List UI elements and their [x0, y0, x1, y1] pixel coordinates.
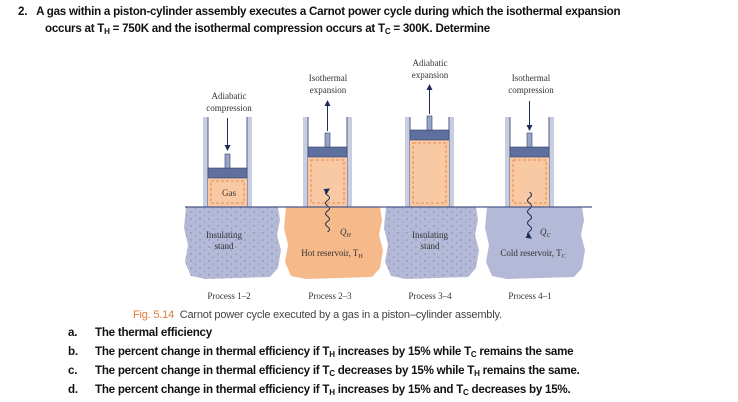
gas	[308, 157, 347, 207]
piston-rod	[224, 153, 231, 169]
svg-text:Insulating: Insulating	[206, 230, 242, 240]
svg-text:compression: compression	[206, 103, 252, 113]
panel-4-label: Isothermal	[512, 73, 551, 83]
piston	[207, 167, 248, 179]
svg-text:stand: stand	[421, 241, 440, 251]
svg-text:Insulating: Insulating	[412, 230, 448, 240]
svg-text:stand: stand	[215, 241, 234, 251]
svg-text:compression: compression	[508, 85, 554, 95]
piston	[409, 129, 450, 141]
question-item: a.The thermal efficiency	[68, 326, 212, 339]
question-item: d.The percent change in thermal efficien…	[68, 383, 571, 397]
svg-text:Cold reservoir, TC: Cold reservoir, TC	[500, 248, 565, 260]
panel-3-label: Adiabatic	[413, 58, 448, 68]
carnot-cycle-figure: Adiabatic compression Gas Insulating sta…	[184, 58, 592, 301]
piston-cylinder-4	[505, 101, 554, 207]
svg-text:expansion: expansion	[412, 70, 449, 80]
insulating-stand	[384, 207, 479, 279]
svg-text:expansion: expansion	[310, 85, 347, 95]
piston-rod	[426, 115, 433, 131]
panel-1-label: Adiabatic	[212, 91, 247, 101]
question-text: A gas within a piston-cylinder assembly …	[36, 5, 621, 18]
piston	[509, 146, 550, 158]
question-item: b.The percent change in thermal efficien…	[68, 345, 574, 359]
process-4-1: Process 4–1	[508, 291, 551, 301]
piston	[307, 146, 348, 158]
question-number: 2.	[18, 5, 28, 18]
piston-rod	[324, 132, 331, 148]
piston-cylinder-2	[303, 100, 352, 207]
piston-cylinder-3	[405, 84, 454, 207]
svg-text:QH: QH	[340, 227, 352, 239]
svg-text:QC: QC	[540, 227, 552, 239]
gas	[510, 157, 549, 207]
cold-reservoir	[485, 207, 585, 279]
hot-reservoir	[284, 207, 383, 279]
question-item: c.The percent change in thermal efficien…	[68, 364, 580, 378]
process-3-4: Process 3–4	[408, 291, 452, 301]
insulating-stand	[184, 207, 281, 279]
gas-label: Gas	[222, 188, 236, 198]
figure-caption: Fig. 5.14 Carnot power cycle executed by…	[133, 309, 502, 321]
process-1-2: Process 1–2	[207, 291, 250, 301]
svg-text:Hot reservoir, TH: Hot reservoir, TH	[301, 248, 363, 260]
gas	[208, 178, 247, 207]
process-2-3: Process 2–3	[308, 291, 352, 301]
heat-in-arrow-icon	[323, 188, 331, 233]
question-line-1: 2. A gas within a piston-cylinder assemb…	[18, 5, 621, 18]
gas	[410, 140, 449, 207]
heat-out-arrow-icon	[525, 191, 532, 239]
piston-rod	[526, 132, 533, 148]
piston-cylinder-1	[203, 117, 252, 207]
panel-2-label: Isothermal	[309, 73, 348, 83]
question-line-2: occurs at TH = 750K and the isothermal c…	[45, 22, 490, 36]
